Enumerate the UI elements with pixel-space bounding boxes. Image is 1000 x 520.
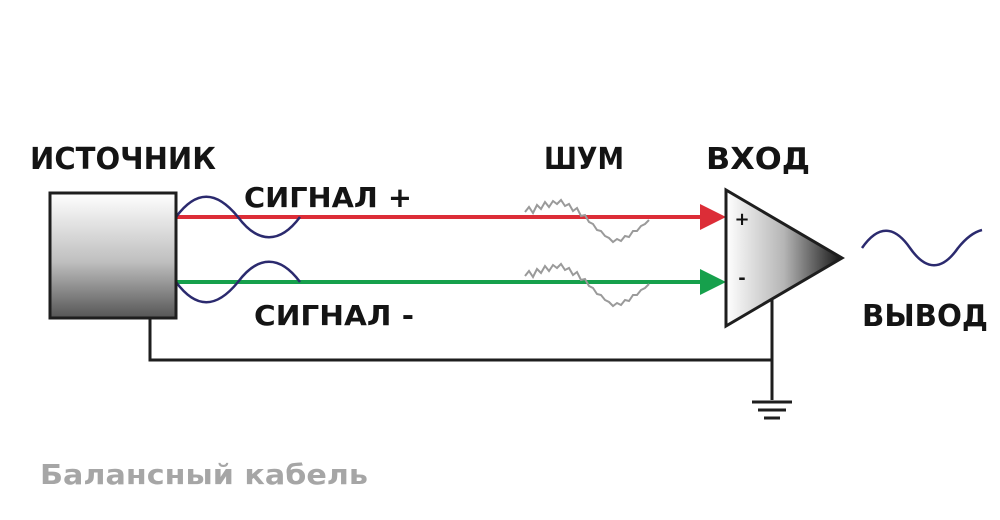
amplifier-icon <box>724 187 845 329</box>
signal-minus-arrowhead <box>700 269 726 295</box>
input-label: ВХОД <box>706 142 810 177</box>
amp-plus-sign: + <box>734 209 749 230</box>
amp-minus-sign: - <box>738 268 745 289</box>
noise-label: ШУМ <box>544 142 624 177</box>
output-waveform <box>860 228 983 267</box>
signal-minus-label: СИГНАЛ - <box>254 299 414 332</box>
noise-minus-squiggle <box>524 262 650 308</box>
signal-plus-label: СИГНАЛ + <box>244 181 412 214</box>
source-block <box>48 191 178 320</box>
ground-icon <box>752 400 792 420</box>
output-label: ВЫВОД <box>862 299 988 334</box>
signal-minus-waveform <box>174 260 302 304</box>
caption-text: Балансный кабель <box>40 458 368 491</box>
noise-plus-squiggle <box>524 198 650 244</box>
signal-plus-waveform <box>174 195 302 239</box>
ground-wire <box>148 318 774 400</box>
signal-plus-arrowhead <box>700 204 726 230</box>
source-label: ИСТОЧНИК <box>30 142 216 177</box>
